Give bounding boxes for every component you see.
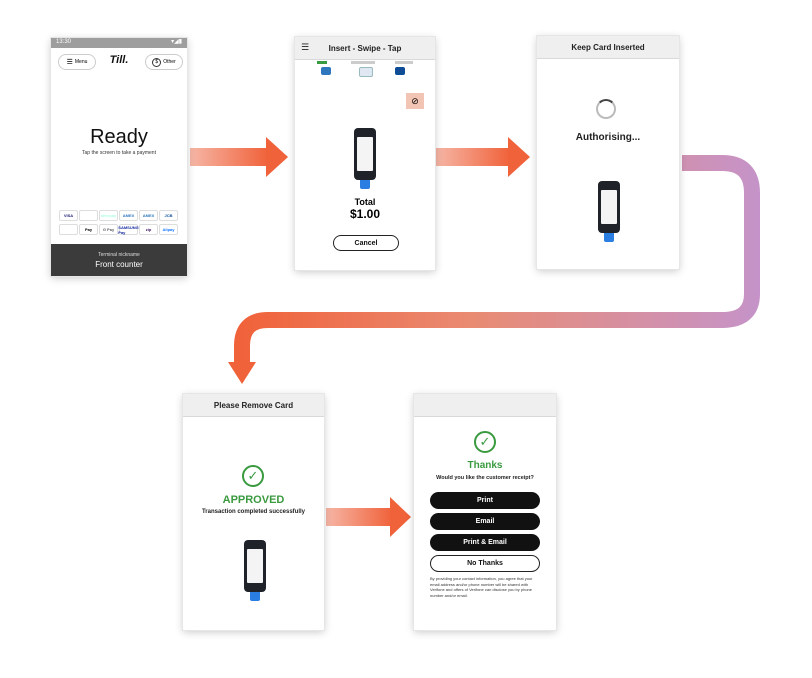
zip-logo: zip — [139, 224, 158, 235]
thanks-label: Thanks — [467, 460, 503, 471]
email-button[interactable]: Email — [430, 513, 540, 530]
contactless-card-logo — [359, 67, 373, 77]
menu-button[interactable]: ☰ Menu — [58, 54, 96, 70]
screen-title: Keep Card Inserted — [571, 42, 645, 52]
amex-logo — [321, 67, 331, 75]
approved-label: APPROVED — [222, 494, 285, 506]
total-amount: $1.00 — [349, 207, 381, 221]
screen-title: Please Remove Card — [213, 400, 294, 410]
unionpay-logo — [59, 224, 78, 235]
checkmark-icon: ✓ — [474, 431, 496, 453]
amex-logo-2: AMEX — [139, 210, 158, 221]
afterpay-logo: afterpay — [99, 210, 118, 221]
no-thanks-button[interactable]: No Thanks — [430, 555, 540, 572]
terminal-label: Terminal nickname — [98, 252, 140, 258]
receipt-question: Would you like the customer receipt? — [436, 475, 534, 481]
screen-header: Keep Card Inserted — [537, 36, 679, 59]
screen-receipt: ✓ Thanks Would you like the customer rec… — [414, 394, 556, 630]
hamburger-icon[interactable]: ☰ — [301, 42, 310, 52]
total-label: Total — [354, 197, 376, 207]
privacy-disclaimer: By providing your contact information, y… — [430, 576, 533, 598]
arrow-screen4-to-screen5 — [326, 497, 411, 537]
status-icons: ▾◢▮ — [171, 39, 182, 45]
alipay-logo: Alipay — [159, 224, 178, 235]
screen-header: Please Remove Card — [183, 394, 324, 417]
mastercard-logo — [79, 210, 98, 221]
screen-keep-card-inserted: Keep Card Inserted Authorising... — [537, 36, 679, 269]
jcb-logo: JCB — [159, 210, 178, 221]
approved-message: Transaction completed successfully — [201, 509, 306, 515]
apple-pay-logo: Pay — [79, 224, 98, 235]
screen-header: ☰ Insert - Swipe - Tap — [295, 37, 435, 60]
amex-logo: AMEX — [119, 210, 138, 221]
print-and-email-button[interactable]: Print & Email — [430, 534, 540, 551]
terminal-footer: Terminal nickname Front counter — [51, 244, 187, 276]
other-label: Other — [163, 59, 176, 65]
status-time: 13:30 — [56, 39, 72, 45]
ready-title: Ready — [90, 126, 148, 148]
dollar-circle-icon: $ — [152, 57, 162, 67]
status-bar: 13:30 ▾◢▮ — [51, 38, 187, 48]
visa-logo: VISA — [59, 210, 78, 221]
arrow-screen1-to-screen2 — [190, 137, 288, 177]
cancel-button[interactable]: Cancel — [333, 235, 399, 251]
arrow-screen2-to-screen3 — [436, 137, 530, 177]
arrow-screen3-to-screen4 — [228, 155, 760, 384]
ready-subtitle: Tap the screen to take a payment — [82, 150, 156, 156]
jcb-logo — [395, 67, 405, 75]
screen-header — [414, 394, 556, 417]
method-indicator — [313, 61, 417, 64]
checkmark-icon: ✓ — [242, 465, 264, 487]
print-button[interactable]: Print — [430, 492, 540, 509]
screen-insert-swipe-tap: ☰ Insert - Swipe - Tap ⊘ Total $1.00 Can… — [295, 37, 435, 270]
menu-label: Menu — [74, 59, 88, 65]
screen-ready: 13:30 ▾◢▮ ☰ Menu Till. $ Other Ready Tap… — [51, 38, 187, 276]
authorising-status: Authorising... — [575, 132, 641, 143]
hide-eye-icon[interactable]: ⊘ — [406, 93, 424, 109]
screen-title: Insert - Swipe - Tap — [328, 43, 402, 53]
till-logo: Till. — [109, 54, 129, 66]
screen-remove-card: Please Remove Card ✓ APPROVED Transactio… — [183, 394, 324, 630]
loading-spinner — [596, 99, 616, 119]
google-pay-logo: G Pay — [99, 224, 118, 235]
samsung-pay-logo: SAMSUNG Pay — [118, 224, 139, 235]
other-button[interactable]: $ Other — [145, 54, 183, 70]
terminal-name: Front counter — [95, 260, 143, 269]
hamburger-icon: ☰ — [66, 59, 73, 66]
